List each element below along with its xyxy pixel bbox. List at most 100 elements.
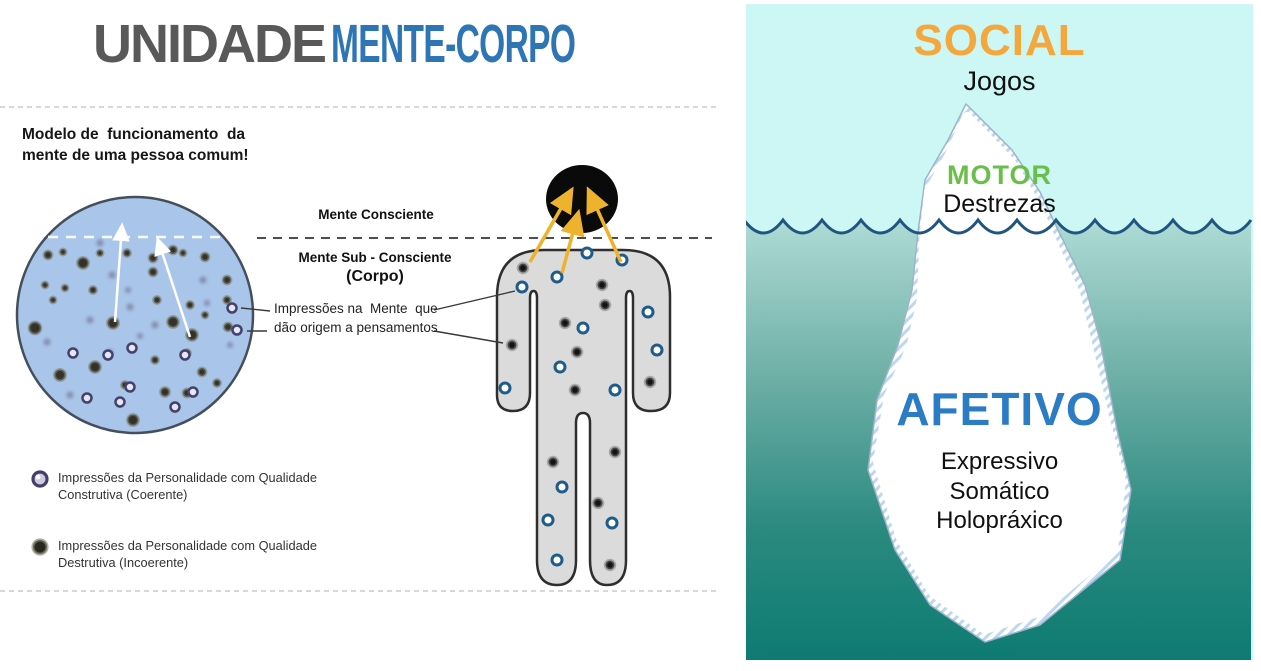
- faint-impression-dots: [43, 239, 233, 399]
- impression-dot: [231, 324, 243, 336]
- impression-dot: [516, 261, 530, 275]
- impression-dot: [222, 321, 234, 333]
- destructive-impression-icon: [31, 538, 49, 556]
- iceberg-body-white: [873, 112, 1126, 634]
- impression-dot: [60, 283, 70, 293]
- level-afetivo-sub2: Somático: [949, 478, 1050, 505]
- legend-destructive-line2: Destrutiva (Incoerente): [58, 555, 189, 570]
- label-mente-subconsciente: Mente Sub - Consciente: [298, 250, 452, 265]
- thought-arrow-white-1: [112, 222, 130, 323]
- impression-dot: [608, 383, 622, 397]
- impression-dot: [199, 251, 211, 263]
- model-caption: Modelo de funcionamento da mente de uma …: [22, 124, 249, 166]
- impression-dot: [541, 513, 555, 527]
- impression-dot: [67, 347, 79, 359]
- impression-dot: [40, 280, 50, 290]
- impression-dot: [221, 274, 233, 286]
- impression-dot: [650, 343, 664, 357]
- impression-dot: [546, 455, 560, 469]
- impression-dot: [150, 355, 160, 365]
- level-social-label: SOCIAL: [913, 16, 1086, 65]
- impression-dot: [515, 280, 529, 294]
- impression-dot: [178, 248, 188, 258]
- note-connector-lines: [240, 290, 516, 344]
- impression-dot: [151, 321, 159, 329]
- impressions-note-line1: Impressões na Mente que: [274, 301, 438, 316]
- impression-dot: [66, 391, 74, 399]
- impression-dot: [555, 480, 569, 494]
- body-constructive-dots: [498, 246, 664, 567]
- impression-dot: [159, 386, 171, 398]
- impression-dot: [550, 553, 564, 567]
- impression-dot: [122, 248, 132, 258]
- impression-dot: [226, 302, 238, 314]
- conscious-mind-head: [546, 165, 618, 233]
- impression-dot: [595, 278, 609, 292]
- label-mente-consciente: Mente Consciente: [318, 207, 434, 222]
- destructive-impression-dots: [27, 244, 234, 427]
- impression-dot: [81, 392, 93, 404]
- impression-dot: [227, 342, 233, 348]
- impression-dot: [568, 383, 582, 397]
- model-caption-line2: mente de uma pessoa comum!: [22, 147, 249, 164]
- impression-dot: [550, 270, 564, 284]
- impression-dot: [643, 375, 657, 389]
- impression-dot: [576, 321, 590, 335]
- model-caption-line1: Modelo de funcionamento da: [22, 126, 246, 143]
- impression-dot: [102, 349, 114, 361]
- impression-dot: [48, 295, 58, 305]
- impression-dot: [106, 316, 120, 330]
- impression-dot: [76, 256, 90, 270]
- impression-dot: [187, 386, 199, 398]
- impression-dot: [212, 378, 222, 388]
- impression-dot: [608, 445, 622, 459]
- human-body-silhouette: [495, 248, 672, 587]
- level-afetivo-sub1: Expressivo: [940, 448, 1059, 475]
- impression-dot: [86, 316, 94, 324]
- level-motor-sub: Destrezas: [943, 190, 1056, 218]
- legend-constructive-line2: Construtiva (Coerente): [58, 487, 188, 502]
- body-destructive-dots: [505, 261, 657, 572]
- constructive-impression-icon: [31, 470, 49, 488]
- impression-dot: [137, 333, 143, 339]
- impression-dot: [124, 381, 136, 393]
- impression-dot: [591, 496, 605, 510]
- impression-dot: [603, 558, 617, 572]
- impression-dot: [27, 320, 43, 336]
- impression-dot: [53, 368, 67, 382]
- impression-dot: [152, 295, 162, 305]
- impression-dot: [88, 360, 102, 374]
- label-corpo: (Corpo): [346, 268, 404, 285]
- legend-destructive-line1: Impressões da Personalidade com Qualidad…: [58, 538, 317, 553]
- body-to-mind-arrow-3: [586, 186, 623, 263]
- impression-dot: [126, 413, 140, 427]
- impression-dot: [58, 247, 68, 257]
- impression-dot: [580, 246, 594, 260]
- impression-dot: [179, 349, 191, 361]
- impression-dot: [199, 276, 207, 284]
- iceberg-panel: SOCIAL Jogos MOTOR Destrezas AFETIVO Exp…: [746, 4, 1253, 660]
- impression-dot: [570, 345, 584, 359]
- impression-dot: [553, 360, 567, 374]
- impression-dot: [96, 239, 104, 247]
- level-motor-label: MOTOR: [947, 160, 1052, 190]
- impression-dot: [147, 266, 159, 278]
- constructive-impression-dots: [67, 302, 243, 413]
- impression-dot: [204, 300, 210, 306]
- impression-dot: [114, 396, 126, 408]
- level-social-sub: Jogos: [963, 66, 1036, 96]
- body-to-mind-arrow-1: [528, 186, 574, 263]
- impression-dot: [42, 249, 54, 261]
- body-to-mind-arrow-2: [560, 208, 585, 274]
- impression-dot: [169, 401, 181, 413]
- impression-dot: [43, 338, 51, 346]
- impression-dot: [222, 295, 232, 305]
- impression-dot: [167, 244, 179, 256]
- impression-dot: [108, 271, 116, 279]
- impression-dot: [125, 287, 131, 293]
- title-mente-corpo: MENTE-CORPO: [331, 14, 576, 74]
- impression-dot: [147, 252, 159, 264]
